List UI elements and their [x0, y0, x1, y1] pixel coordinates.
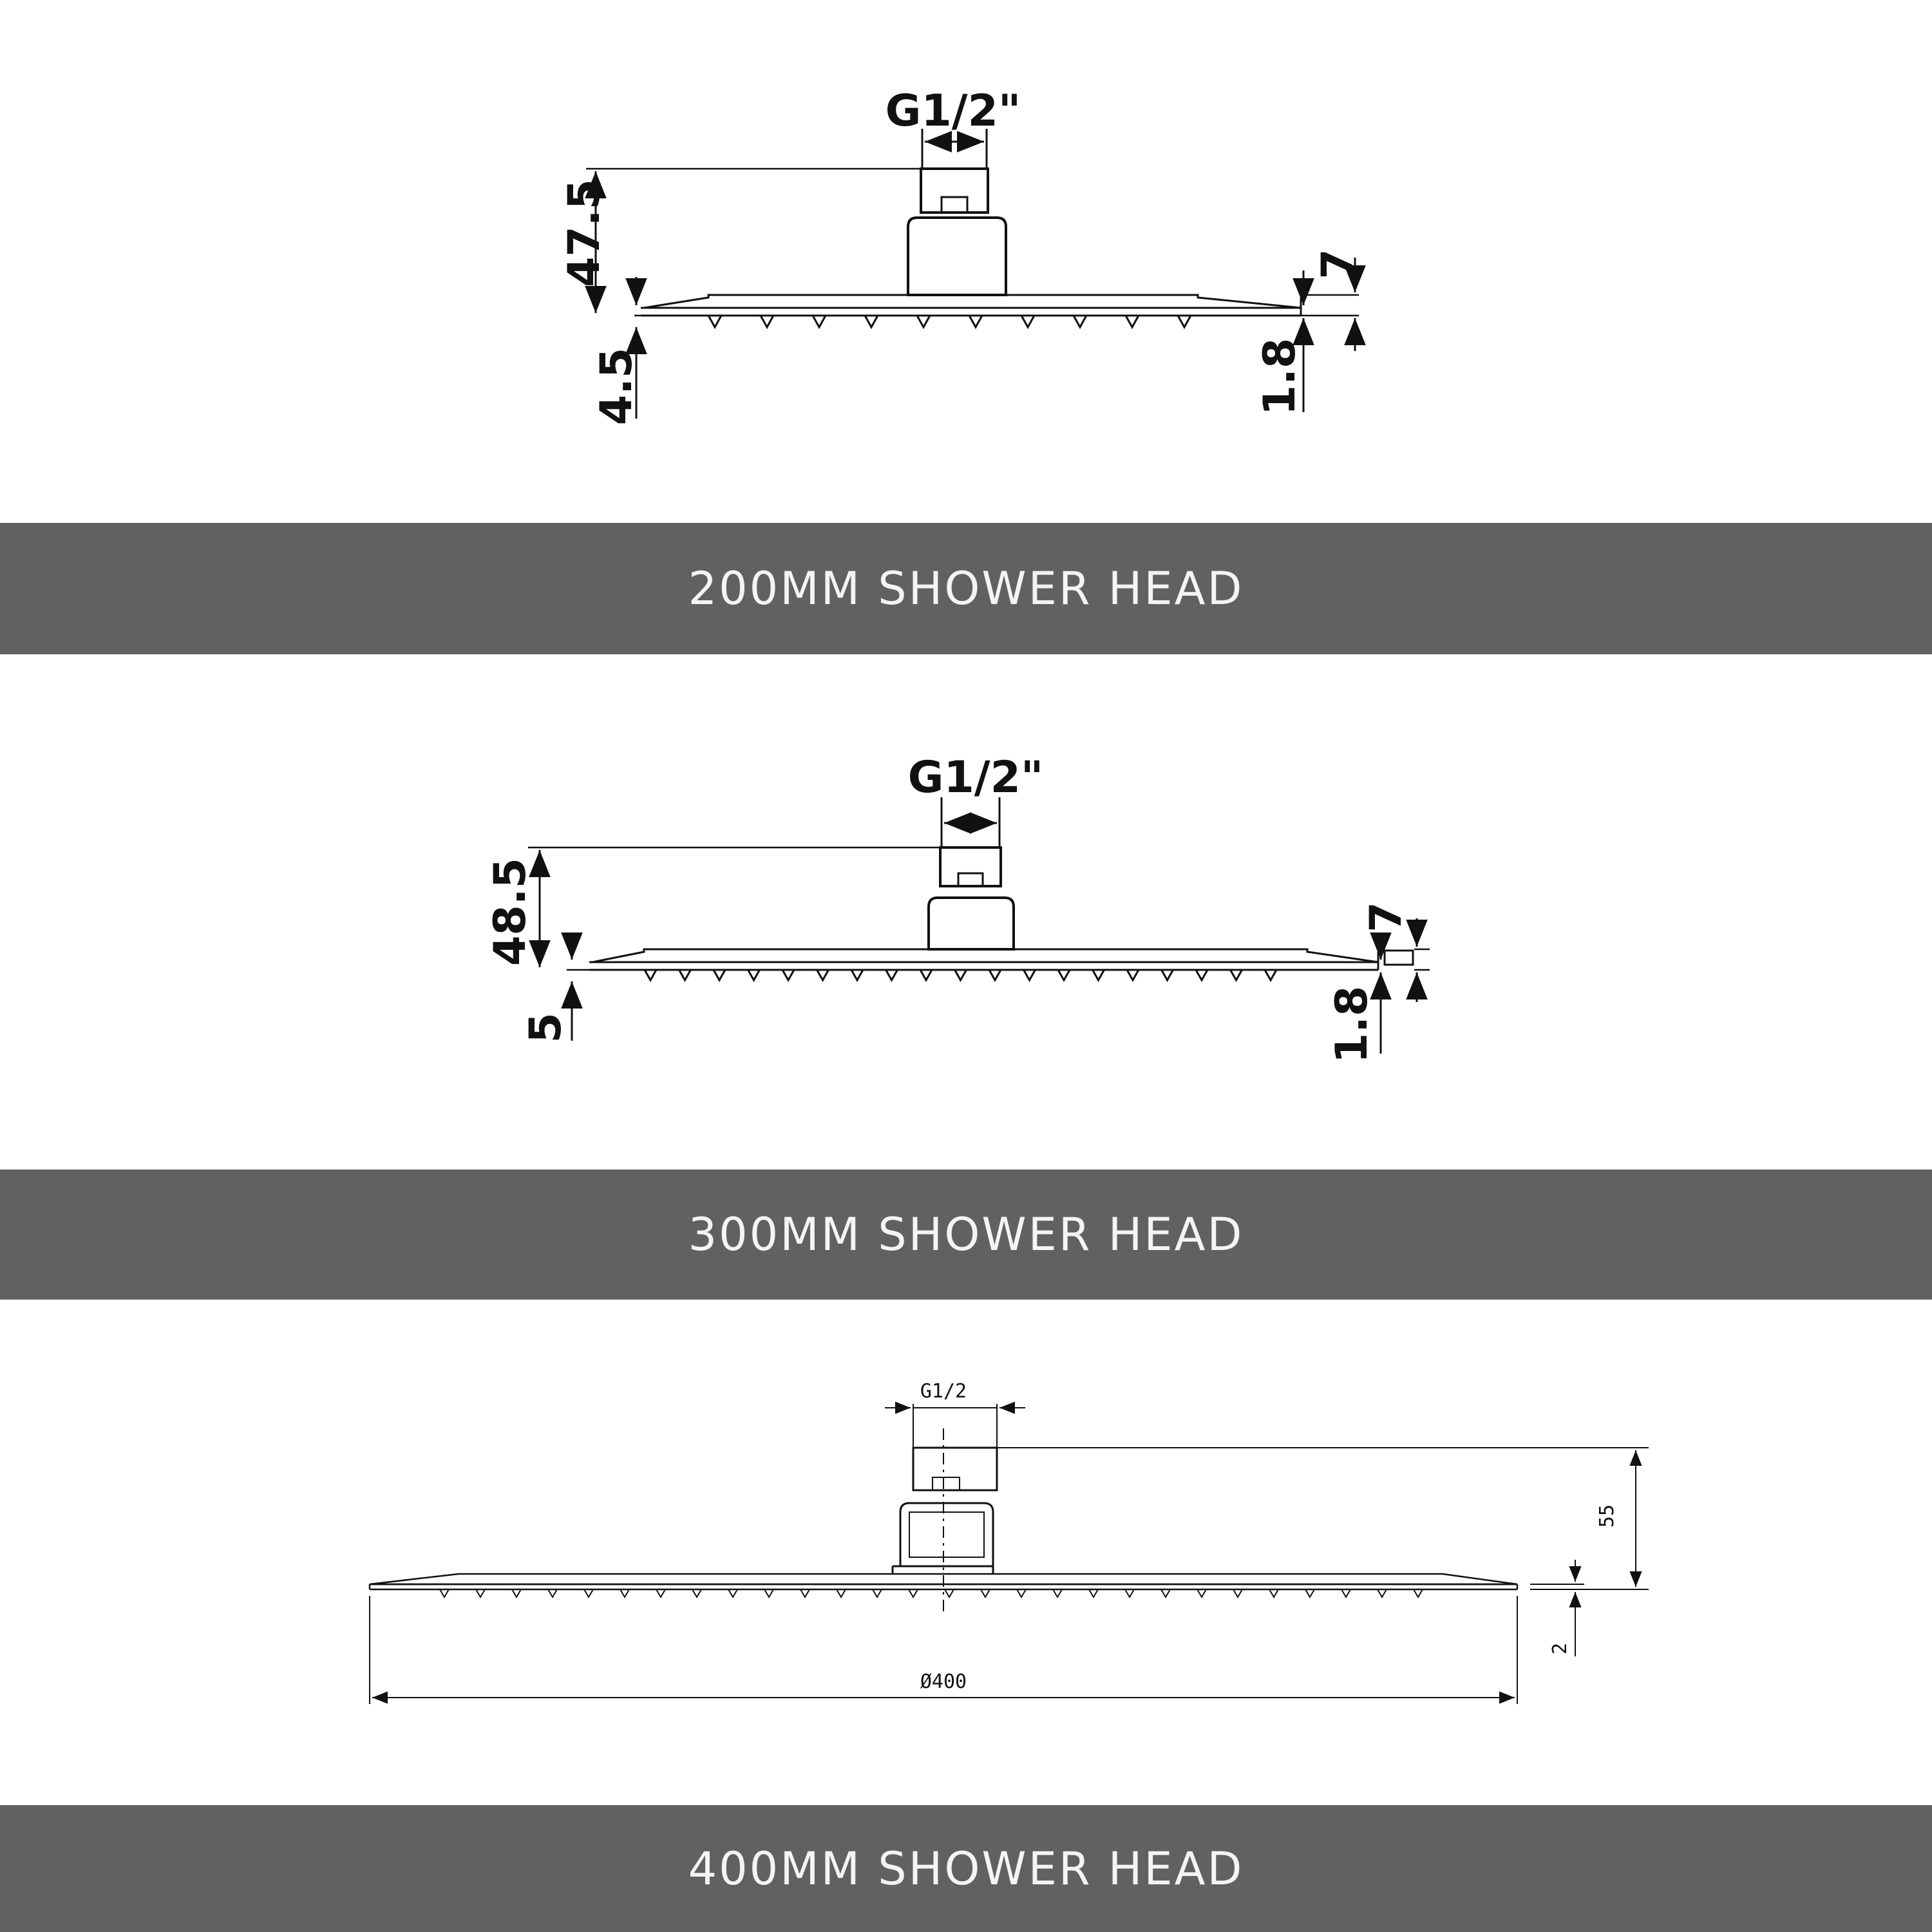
stem [899, 1502, 994, 1567]
plate-thickness-dimension-label: 1.8 [1327, 986, 1378, 1063]
banner-300mm: 300MM SHOWER HEAD [0, 1170, 1932, 1300]
nozzle [1195, 969, 1209, 983]
nozzle [475, 1589, 486, 1598]
banner-200mm: 200MM SHOWER HEAD [0, 523, 1932, 654]
nozzle [1377, 1589, 1387, 1598]
nozzle [547, 1589, 558, 1598]
nozzle [1233, 1589, 1243, 1598]
nozzle [620, 1589, 630, 1598]
height-dimension-label: 55 [1596, 1504, 1618, 1528]
nozzle [1092, 969, 1105, 983]
banner-300mm-label: 300MM SHOWER HEAD [688, 1208, 1244, 1261]
nozzle [800, 1589, 810, 1598]
drawing-200mm: G1/2" 47.5 4.5 7 1.8 [0, 0, 1932, 522]
nozzle [712, 969, 726, 983]
nozzle [1341, 1589, 1351, 1598]
nozzle [1413, 1589, 1423, 1598]
nozzle [759, 315, 775, 330]
plate-thickness-dimension-label: 2 [1549, 1643, 1571, 1654]
height-dimension-label: 48.5 [485, 858, 536, 966]
plate-edge-dimension-label: 7 [1361, 902, 1412, 932]
nozzles [643, 969, 1278, 983]
nozzle [954, 969, 967, 983]
connector-nut [912, 1446, 998, 1492]
nozzle [1020, 315, 1036, 330]
connector-nut [939, 846, 1002, 887]
nozzle [656, 1589, 666, 1598]
drawing-400mm-svg: G1/2 55 2 Ø400 [368, 1380, 1649, 1704]
plate [643, 294, 1302, 309]
thread-label: G1/2 [920, 1380, 967, 1403]
nozzle [764, 1589, 774, 1598]
nozzle [1305, 1589, 1315, 1598]
nozzle [1126, 969, 1140, 983]
nozzles [707, 315, 1192, 330]
drawing-300mm: G1/2" 48.5 5 7 1.8 [0, 654, 1932, 1170]
nozzle [885, 969, 898, 983]
nozzle [678, 969, 692, 983]
nozzle [836, 1589, 846, 1598]
nozzle [1124, 315, 1140, 330]
nozzle-dimension-label: 5 [520, 1012, 571, 1043]
plate [592, 948, 1379, 963]
nozzle [1052, 1589, 1063, 1598]
nozzle [1197, 1589, 1207, 1598]
stem [907, 216, 1007, 296]
thread-label: G1/2" [908, 752, 1044, 803]
nozzle [850, 969, 864, 983]
stem [927, 896, 1015, 951]
nozzle [980, 1589, 990, 1598]
banner-200mm-label: 200MM SHOWER HEAD [688, 562, 1244, 615]
nozzle [908, 1589, 918, 1598]
plate-thickness-dimension-label: 1.8 [1255, 338, 1305, 415]
nozzles [439, 1589, 1423, 1598]
nozzle [1023, 969, 1036, 983]
drawing-400mm: G1/2 55 2 Ø400 [0, 1300, 1932, 1805]
nozzle [692, 1589, 702, 1598]
nozzle [811, 315, 827, 330]
nozzle [1088, 1589, 1099, 1598]
nozzle [1057, 969, 1071, 983]
nozzle-dimension-label: 4.5 [591, 348, 642, 425]
nozzle [968, 315, 983, 330]
nozzle [1124, 1589, 1135, 1598]
height-dimension-label: 47.5 [559, 179, 610, 287]
nozzle [1160, 1589, 1171, 1598]
nozzle [1264, 969, 1278, 983]
thread-label: G1/2" [886, 86, 1021, 137]
nozzle [439, 1589, 450, 1598]
nozzle [511, 1589, 522, 1598]
nozzle [583, 1589, 594, 1598]
nozzle [816, 969, 829, 983]
connector-nut [920, 167, 989, 214]
drawing-200mm-svg: G1/2" 47.5 4.5 7 1.8 [559, 86, 1366, 425]
nozzle [1016, 1589, 1027, 1598]
nozzle [1072, 315, 1088, 330]
nozzle [643, 969, 658, 983]
banner-400mm-label: 400MM SHOWER HEAD [688, 1842, 1244, 1895]
nozzle [747, 969, 761, 983]
nozzle [1160, 969, 1174, 983]
nozzle [864, 315, 879, 330]
nozzle [781, 969, 795, 983]
nozzle [707, 315, 723, 330]
nozzle [728, 1589, 738, 1598]
nozzle [944, 1589, 954, 1598]
nozzle [1229, 969, 1243, 983]
nozzle [1177, 315, 1192, 330]
nozzle [916, 315, 931, 330]
nozzle [919, 969, 933, 983]
nozzle [988, 969, 1002, 983]
plate-edge-dimension-label: 7 [1312, 249, 1363, 279]
nozzle [872, 1589, 882, 1598]
diameter-dimension-label: Ø400 [920, 1671, 967, 1693]
drawing-300mm-svg: G1/2" 48.5 5 7 1.8 [485, 752, 1430, 1063]
banner-400mm: 400MM SHOWER HEAD [0, 1805, 1932, 1932]
nozzle [1269, 1589, 1279, 1598]
